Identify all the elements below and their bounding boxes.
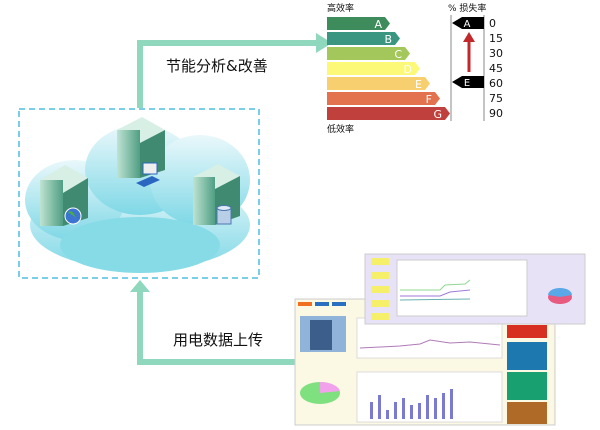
grade-bar-e bbox=[327, 77, 430, 90]
loss-value: 30 bbox=[489, 47, 503, 60]
bottom-arrow-head bbox=[130, 280, 150, 292]
high-efficiency-label: 高效率 bbox=[327, 2, 354, 14]
grade-bar-b bbox=[327, 32, 400, 45]
grade-letter: E bbox=[415, 78, 422, 91]
grade-bar-g bbox=[327, 107, 450, 120]
upload-label: 用电数据上传 bbox=[173, 331, 263, 349]
grade-letter: A bbox=[374, 18, 382, 31]
grade-bar-a bbox=[327, 17, 390, 30]
target-tag: A bbox=[452, 17, 484, 30]
improvement-arrow-icon bbox=[463, 32, 475, 72]
server-web bbox=[40, 165, 88, 226]
loss-value: 90 bbox=[489, 107, 503, 120]
database-icon bbox=[216, 205, 232, 225]
computer-icon bbox=[136, 162, 160, 187]
grade-bar-f bbox=[327, 92, 440, 105]
analysis-label: 节能分析&改善 bbox=[166, 57, 268, 75]
grade-letter: G bbox=[433, 108, 442, 121]
low-efficiency-label: 低效率 bbox=[327, 123, 354, 135]
grade-letter: B bbox=[384, 33, 392, 46]
bottom-arrow bbox=[137, 292, 295, 365]
cloud-dashed-frame bbox=[18, 108, 260, 279]
upload-analysis-flow bbox=[130, 33, 332, 365]
loss-value: 60 bbox=[489, 77, 503, 90]
grade-letter: D bbox=[404, 63, 412, 76]
current-tag: E bbox=[452, 76, 484, 89]
grade-letter: C bbox=[394, 48, 402, 61]
loss-value: 45 bbox=[489, 62, 503, 75]
svg-text:E: E bbox=[464, 78, 470, 89]
grade-letter: F bbox=[426, 93, 432, 106]
dashboard-screenshot-back bbox=[294, 298, 556, 426]
top-arrow bbox=[137, 40, 318, 108]
loss-value: 15 bbox=[489, 32, 503, 45]
loss-values: 0 15 30 45 60 75 90 bbox=[489, 17, 503, 120]
grade-bar-d bbox=[327, 62, 420, 75]
dashboard-screenshot-front bbox=[364, 253, 586, 325]
svg-text:A: A bbox=[464, 19, 471, 30]
server-database bbox=[193, 164, 240, 225]
top-arrow-head bbox=[316, 33, 332, 53]
server-app bbox=[117, 117, 165, 187]
loss-value: 0 bbox=[489, 17, 496, 30]
globe-icon bbox=[64, 207, 82, 225]
loss-value: 75 bbox=[489, 92, 503, 105]
grade-bar-c bbox=[327, 47, 410, 60]
loss-rate-label: % 损失率 bbox=[448, 2, 486, 14]
